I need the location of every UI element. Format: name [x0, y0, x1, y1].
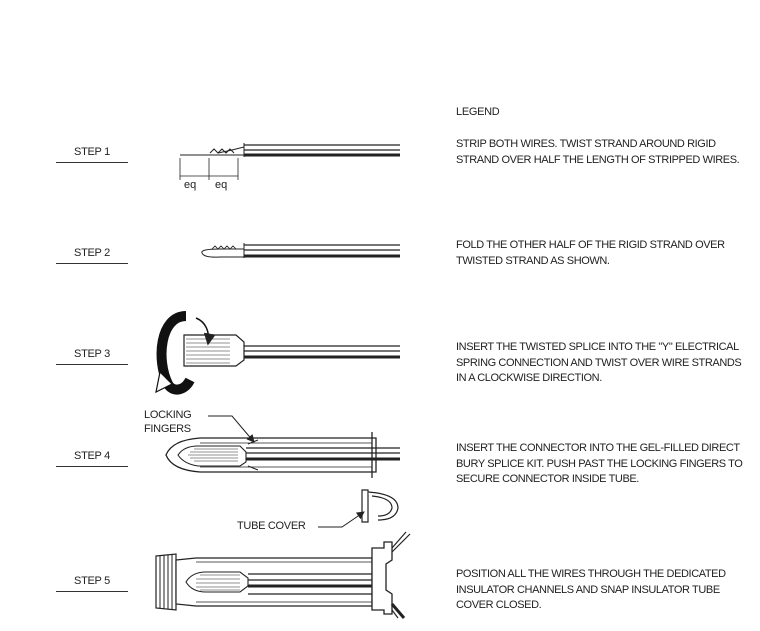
- step-4-splice-tube: [165, 432, 400, 478]
- step-2-wires: [201, 243, 400, 258]
- locking-fingers-callout: LOCKING FINGERS: [144, 408, 192, 436]
- tube-cover-callout: TUBE COVER: [237, 520, 306, 532]
- legend-item-2: FOLD THE OTHER HALF OF THE RIGID STRAND …: [456, 239, 725, 267]
- step-2-label: STEP 2: [56, 247, 128, 264]
- step-1-dimension: [179, 158, 239, 180]
- step-4-label: STEP 4: [56, 450, 128, 467]
- legend-title: LEGEND: [456, 106, 500, 118]
- step-1-label: STEP 1: [56, 146, 128, 163]
- step-5-label: STEP 5: [56, 575, 128, 592]
- dimension-label-eq-2: eq: [215, 179, 227, 191]
- locking-fingers-leader: [208, 415, 255, 443]
- locking-fingers-line2: FINGERS: [144, 423, 191, 435]
- dimension-label-eq-1: eq: [184, 179, 196, 191]
- step-3-connector: [183, 334, 400, 367]
- legend-item-1: STRIP BOTH WIRES. TWIST STRAND AROUND RI…: [456, 138, 740, 166]
- legend-item-5: POSITION ALL THE WIRES THROUGH THE DEDIC…: [456, 568, 726, 611]
- step-4-tube-cover: [361, 489, 399, 523]
- locking-fingers-line1: LOCKING: [144, 409, 192, 421]
- rotation-arrow-icon: [155, 311, 216, 395]
- step-1-wires: [180, 143, 400, 157]
- step-3-label: STEP 3: [56, 348, 128, 365]
- legend-item-4: INSERT THE CONNECTOR INTO THE GEL-FILLED…: [456, 442, 743, 485]
- legend-item-3: INSERT THE TWISTED SPLICE INTO THE "Y" E…: [456, 341, 742, 384]
- tube-cover-leader: [318, 511, 365, 528]
- step-5-assembly: [155, 531, 411, 619]
